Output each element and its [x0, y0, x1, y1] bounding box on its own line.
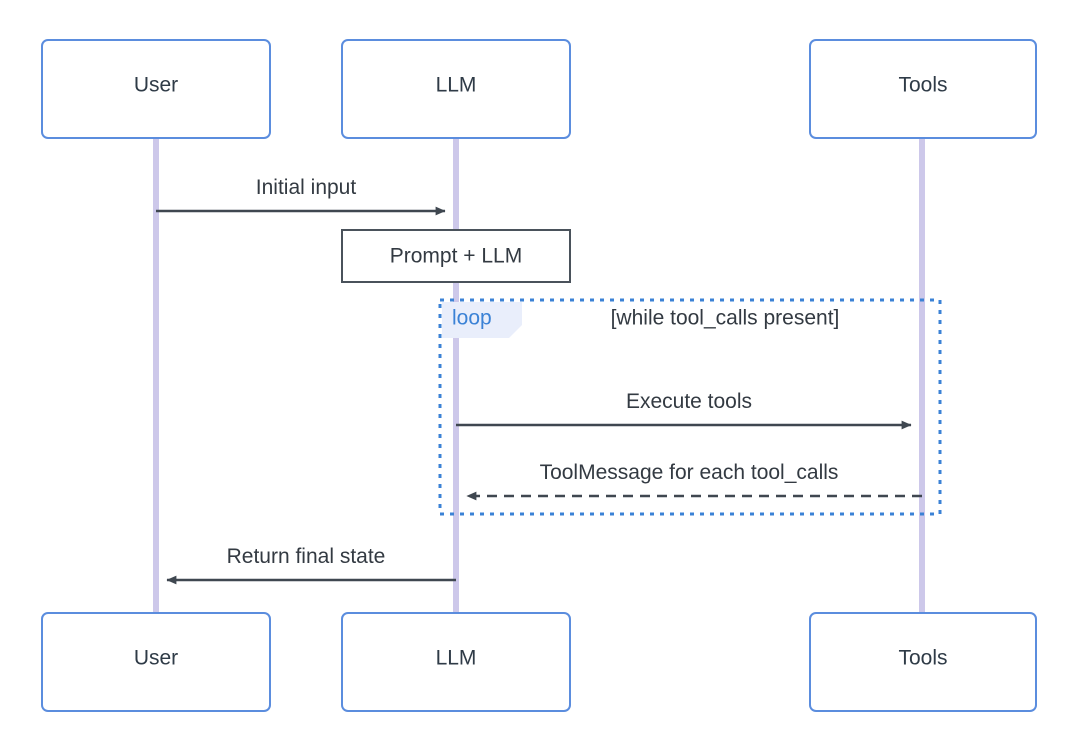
message-label-initial-input: Initial input [256, 176, 357, 199]
actor-label-tools-bottom: Tools [898, 647, 947, 670]
message-label-return-final-state: Return final state [227, 545, 386, 568]
actor-label-llm-top: LLM [436, 74, 477, 97]
loop-condition-label: [while tool_calls present] [611, 307, 840, 330]
message-initial-input: Initial input [156, 176, 446, 216]
actor-box-llm-bottom[interactable] [341, 612, 571, 712]
actor-label-user-bottom: User [134, 647, 178, 670]
message-return-final-state: Return final state [166, 545, 456, 585]
actor-box-tools-bottom[interactable] [809, 612, 1037, 712]
note-prompt-llm: Prompt + LLM [341, 229, 571, 283]
actor-box-user-bottom[interactable] [41, 612, 271, 712]
actor-header-tools[interactable]: Tools [809, 39, 1037, 139]
actor-label-llm-bottom: LLM [436, 647, 477, 670]
lifelines [153, 138, 925, 615]
actor-box-tools-top[interactable] [809, 39, 1037, 139]
actor-header-llm[interactable]: LLM [341, 39, 571, 139]
message-label-execute-tools: Execute tools [626, 390, 752, 413]
actor-footer-user[interactable]: User [41, 612, 271, 712]
loop-tag-label: loop [452, 307, 492, 330]
actor-label-user-top: User [134, 74, 178, 97]
note-label-prompt-llm: Prompt + LLM [390, 245, 522, 268]
actor-box-user-top[interactable] [41, 39, 271, 139]
actor-footer-tools[interactable]: Tools [809, 612, 1037, 712]
actor-label-tools-top: Tools [898, 74, 947, 97]
actor-footer-llm[interactable]: LLM [341, 612, 571, 712]
message-tool-message: ToolMessage for each tool_calls [466, 461, 922, 501]
message-execute-tools: Execute tools [456, 390, 912, 430]
message-label-tool-message: ToolMessage for each tool_calls [540, 461, 839, 484]
loop-frame-border [438, 298, 942, 516]
note-box-prompt-llm [341, 229, 571, 283]
loop-fragment: loop [while tool_calls present] [438, 298, 942, 516]
actor-box-llm-top[interactable] [341, 39, 571, 139]
actor-header-user[interactable]: User [41, 39, 271, 139]
loop-tag-background [442, 302, 522, 338]
